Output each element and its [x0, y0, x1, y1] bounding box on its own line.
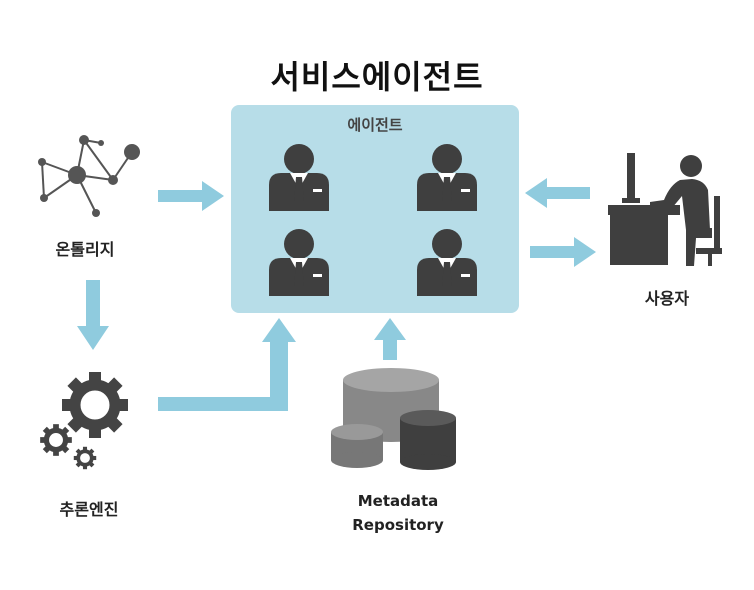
metadata-repository-line1: Metadata — [357, 492, 439, 510]
gears-icon — [40, 372, 128, 472]
user-label: 사용자 — [644, 289, 690, 308]
metadata-repository-line2: Repository — [352, 516, 444, 534]
agent-person-icon — [269, 144, 329, 211]
diagram-title: 서비스에이전트 — [270, 58, 484, 96]
ontology-network-icon — [41, 139, 133, 214]
agent-person-icon — [417, 144, 477, 211]
agent-person-icon — [417, 229, 477, 296]
arrow-agent-to-user — [530, 237, 596, 267]
flow-arrows — [77, 178, 596, 411]
metadata-repository-label: Metadata Repository — [320, 489, 476, 537]
agent-container-label: 에이전트 — [347, 116, 403, 134]
ontology-label: 온톨리지 — [55, 240, 115, 259]
arrow-ontology-to-engine — [77, 280, 109, 350]
arrow-ontology-to-agent — [158, 181, 224, 211]
arrow-repository-to-agent — [374, 318, 406, 360]
database-cylinders-icon — [331, 368, 456, 470]
user-at-desk-icon — [608, 153, 722, 266]
arrow-user-to-agent — [525, 178, 590, 208]
ontology-nodes — [38, 135, 140, 217]
agent-person-icon — [269, 229, 329, 296]
inference-engine-label: 추론엔진 — [59, 500, 119, 519]
arrow-engine-to-agent — [158, 318, 296, 411]
